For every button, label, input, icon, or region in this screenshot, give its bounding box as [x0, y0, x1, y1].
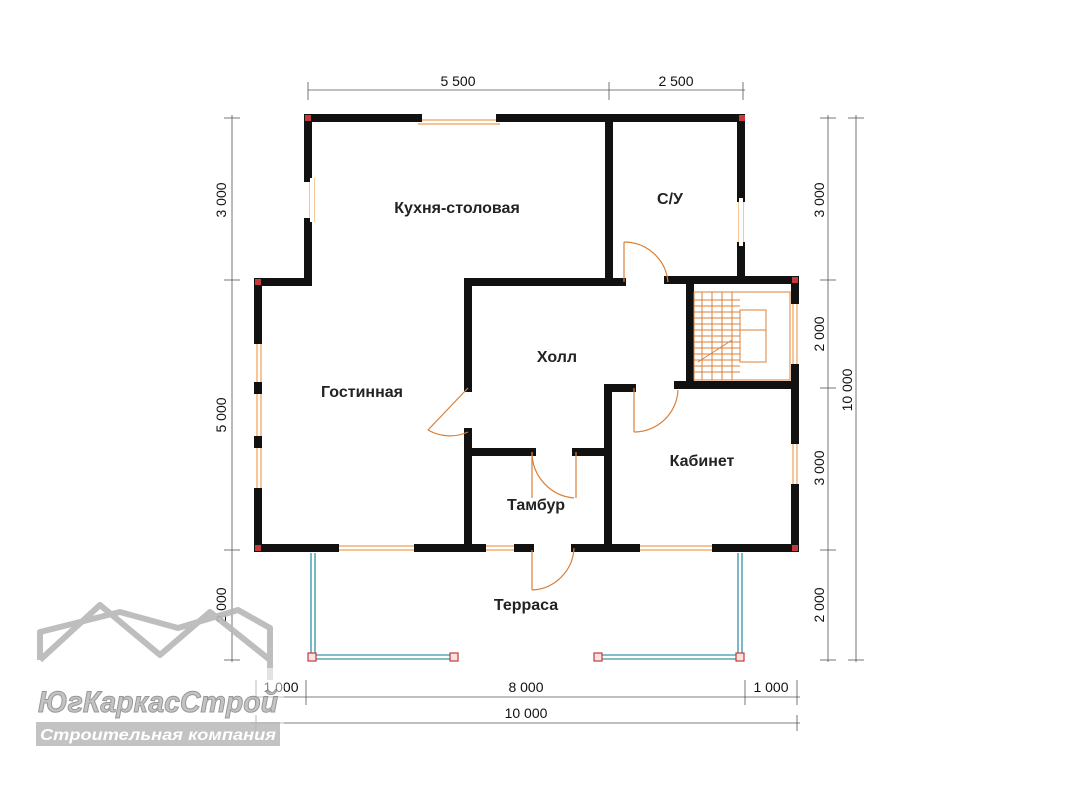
room-bathroom-label: С/У [657, 191, 684, 208]
dim-right-bottom: 2 000 [811, 587, 827, 622]
walls [254, 114, 799, 552]
terrace-posts [307, 652, 745, 662]
company-tagline: Строительная компания [40, 727, 277, 744]
staircase [693, 291, 791, 381]
room-terrace-label: Терраса [494, 597, 558, 614]
room-kitchen-label: Кухня-столовая [394, 200, 520, 217]
house-outline-icon [37, 602, 273, 680]
windows [256, 119, 798, 551]
dim-bottom-left: 1 000 [263, 679, 298, 695]
dim-right-lower-middle: 3 000 [811, 450, 827, 485]
dim-top-left: 5 500 [440, 73, 475, 89]
dim-right-total: 10 000 [839, 368, 855, 411]
dim-right-upper-middle: 2 000 [811, 316, 827, 351]
room-office-label: Кабинет [670, 453, 735, 470]
company-name: ЮгКаркасСтрой [38, 686, 278, 719]
dim-right-top: 3 000 [811, 182, 827, 217]
dim-bottom-middle: 8 000 [508, 679, 543, 695]
doors [427, 241, 679, 591]
room-living-label: Гостинная [321, 384, 403, 401]
corner-posts [255, 115, 798, 551]
dimension-lines [224, 82, 864, 731]
terrace-railing [310, 553, 743, 660]
dim-bottom-total: 10 000 [505, 705, 548, 721]
dim-top-right: 2 500 [658, 73, 693, 89]
company-logo: ЮгКаркасСтрой Строительная компания [34, 602, 284, 750]
room-vestibule-label: Тамбур [507, 497, 565, 514]
dim-bottom-right: 1 000 [753, 679, 788, 695]
dim-left-middle: 5 000 [213, 397, 229, 432]
room-hall-label: Холл [537, 349, 577, 366]
wall-openings [310, 178, 743, 246]
dim-left-top: 3 000 [213, 182, 229, 217]
wall-posts [254, 382, 262, 448]
